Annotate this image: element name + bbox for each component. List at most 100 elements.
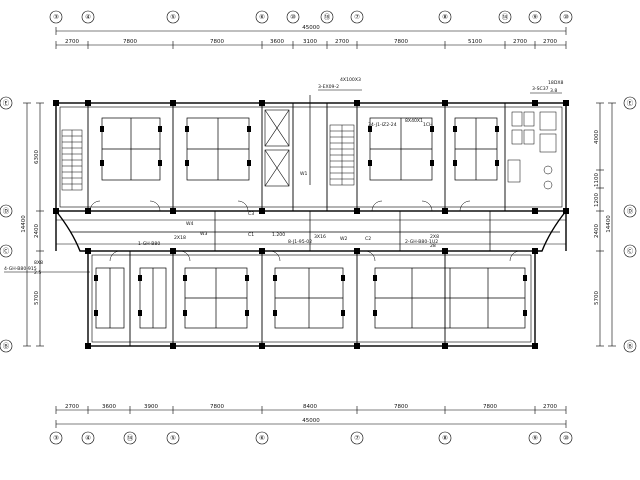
top-grid-col-1: ③ (49, 10, 63, 24)
svg-text:Ⓓ: Ⓓ (3, 207, 10, 215)
elevator-shafts (264, 109, 290, 187)
annotation-3x16: 3X16 (314, 234, 326, 240)
svg-text:Ⓓ: Ⓓ (627, 207, 634, 215)
top-grid-col-10: ⑨ (528, 10, 542, 24)
bottom-grid-col-6: ⑦ (350, 431, 364, 445)
svg-text:⑤: ⑤ (170, 434, 176, 442)
top-segment-dimensions: 2700 7800 7800 3600 3100 2700 7800 5100 … (55, 39, 567, 49)
annotation-circuit-sc37: 3-SC37 (532, 86, 549, 92)
bottom-segment-dimensions: 2700 3600 3900 7800 8400 7800 7800 2700 (55, 404, 567, 414)
annotations: 3-EX09-2 4X100X3 3-SC37 18DX8 3.8 34-J1-… (4, 77, 564, 276)
left-dim-3: 5700 (34, 291, 40, 305)
top-grid-col-7: ⑦ (350, 10, 364, 24)
annotation-3-8: 3.8 (550, 88, 557, 94)
top-dim-3: 7800 (210, 39, 224, 45)
top-dim-2: 7800 (123, 39, 137, 45)
top-grid-col-6: ⑱ (320, 10, 334, 24)
annotation-circuit-j1: 34-J1-IZ2-24 (368, 122, 397, 128)
light-markers-upper (100, 126, 499, 166)
svg-text:③: ③ (53, 434, 59, 442)
interior-walls (56, 103, 566, 346)
bottom-grid-col-2: ④ (81, 431, 95, 445)
svg-text:④: ④ (85, 434, 91, 442)
svg-text:⑩: ⑩ (563, 434, 569, 442)
bottom-grid-col-9: ⑩ (559, 431, 573, 445)
svg-text:⑧: ⑧ (442, 434, 448, 442)
svg-text:⑱: ⑱ (324, 13, 331, 21)
svg-text:Ⓒ: Ⓒ (627, 247, 634, 255)
svg-text:Ⓑ: Ⓑ (627, 342, 634, 350)
bottom-dim-4: 7800 (210, 404, 224, 410)
annotation-c3: C3 (248, 211, 254, 217)
top-dim-7: 7800 (394, 39, 408, 45)
annotation-2-5: 2.5 (34, 270, 41, 276)
top-grid-col-9: ⑭ (498, 10, 512, 24)
door-swings (89, 200, 521, 262)
svg-text:⑤: ⑤ (170, 13, 176, 21)
staircase-central (329, 124, 355, 186)
annotation-circuit-j1-95: 8-J1-95-02 (288, 239, 312, 245)
right-grid-circles: Ⓔ Ⓓ Ⓒ Ⓑ (623, 96, 637, 353)
right-dim-3: 1200 (594, 193, 600, 207)
svg-text:⑩: ⑩ (563, 13, 569, 21)
top-dim-6: 2700 (335, 39, 349, 45)
left-dim-2: 2400 (34, 224, 40, 238)
top-total-label: 45000 (302, 25, 320, 31)
bottom-dim-1: 2700 (65, 404, 79, 410)
top-dim-8: 5100 (468, 39, 482, 45)
annotation-2x18: 2X18 (174, 235, 186, 241)
annotation-c1: C1 (248, 232, 254, 238)
annotation-w4: W4 (186, 221, 194, 227)
left-grid-row-b: Ⓑ (0, 339, 13, 353)
left-grid-row-e: Ⓔ (0, 96, 13, 110)
bottom-dim-3: 3900 (144, 404, 158, 410)
svg-text:⑦: ⑦ (354, 434, 360, 442)
annotation-circuit-ex09: 3-EX09-2 (318, 84, 339, 90)
left-grid-circles: Ⓔ Ⓓ Ⓒ Ⓑ (0, 96, 13, 353)
left-total-label: 14400 (21, 215, 27, 233)
annotation-w1: W1 (300, 171, 308, 177)
right-grid-row-b: Ⓑ (623, 339, 637, 353)
svg-text:⑨: ⑨ (532, 434, 538, 442)
bottom-total-label: 45000 (302, 418, 320, 424)
bottom-total-dimension: 45000 (55, 418, 567, 428)
annotation-circuit-gh-915: 4-GH-B80-915 (4, 266, 37, 272)
annotation-28: 28 (430, 243, 436, 249)
top-grid-col-11: ⑩ (559, 10, 573, 24)
annotation-cable-4x100x3: 4X100X3 (340, 77, 361, 83)
svg-text:⑭: ⑭ (127, 434, 134, 442)
staircase-west (61, 129, 83, 191)
bottom-dim-8: 2700 (543, 404, 557, 410)
bottom-dim-2: 3600 (102, 404, 116, 410)
left-dimensions: 14400 6300 2400 5700 (21, 102, 44, 347)
annotation-2x8: 2X8 (430, 234, 439, 240)
right-dim-1: 4000 (594, 130, 600, 144)
bottom-grid-col-8: ⑨ (528, 431, 542, 445)
right-grid-row-c: Ⓒ (623, 244, 637, 258)
annotation-circuit-gh-1u2: 2-GH-B80-1U2 (405, 239, 438, 245)
right-grid-row-e: Ⓔ (623, 96, 637, 110)
bottom-dim-6: 7800 (394, 404, 408, 410)
svg-text:Ⓑ: Ⓑ (3, 342, 10, 350)
bottom-dim-7: 7800 (483, 404, 497, 410)
annotation-8x40x1: 8X40X1 (405, 118, 423, 124)
bottom-dim-5: 8400 (303, 404, 317, 410)
right-dimensions: 4000 1100 1200 2400 5700 14400 (594, 102, 616, 347)
light-markers-lower (94, 275, 527, 316)
svg-text:⑥: ⑥ (259, 13, 265, 21)
svg-text:⑨: ⑨ (532, 13, 538, 21)
top-dim-1: 2700 (65, 39, 79, 45)
top-dim-4: 3600 (270, 39, 284, 45)
annotation-1ch: 1CH (423, 122, 433, 128)
annotation-18dx8: 18DX8 (548, 80, 564, 86)
left-grid-row-d: Ⓓ (0, 204, 13, 218)
top-grid-col-2: ④ (81, 10, 95, 24)
bottom-grid-col-7: ⑧ (438, 431, 452, 445)
svg-text:⑦: ⑦ (354, 13, 360, 21)
structural-columns (53, 100, 569, 349)
bottom-grid-circles: ③ ④ ⑭ ⑤ ⑥ ⑦ ⑧ ⑨ ⑩ (49, 431, 573, 445)
left-grid-row-c: Ⓒ (0, 244, 13, 258)
right-dim-2: 1100 (594, 173, 600, 187)
top-dim-5: 3100 (303, 39, 317, 45)
